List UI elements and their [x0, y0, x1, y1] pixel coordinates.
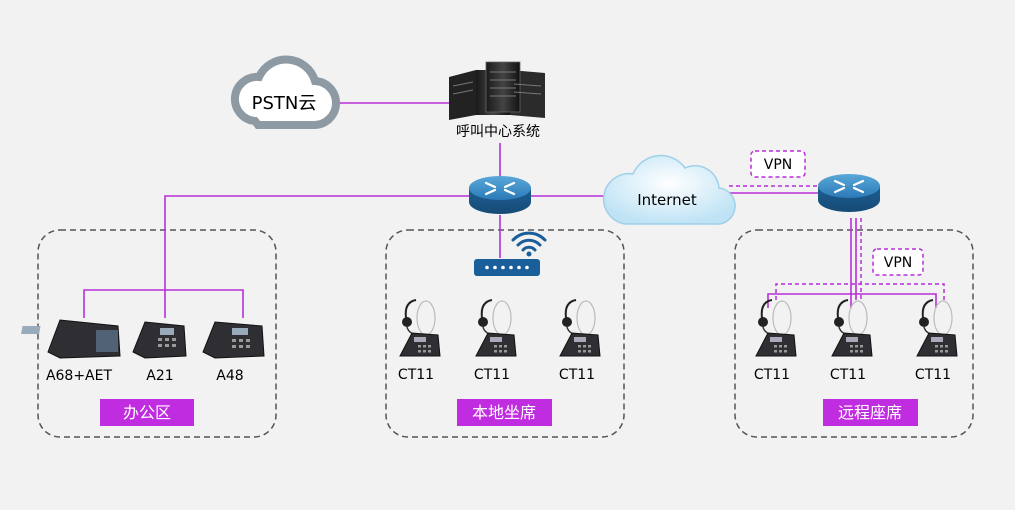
- headset-phone-icon: [755, 299, 797, 357]
- headset-phone-icon: [916, 299, 958, 357]
- vpn-remote-label: VPN: [884, 255, 913, 271]
- router-icon-remote: [818, 174, 880, 212]
- zone-remote-tag: [823, 399, 918, 426]
- pstn-cloud-icon: [230, 55, 340, 129]
- remote-phone-label-1: CT11: [754, 367, 790, 383]
- desk-phone-icon-a68: [21, 319, 121, 359]
- office-phone-label-3: A48: [216, 368, 243, 384]
- internet-label: Internet: [637, 191, 697, 209]
- vpn-links: [729, 185, 945, 300]
- desk-phone-icon-a48: [202, 321, 265, 359]
- zone-remote-box: [734, 229, 974, 438]
- server-rack-icon: [449, 61, 545, 120]
- ct11-phone-icons-local: [399, 299, 601, 357]
- pstn-cloud-label: PSTN云: [252, 93, 317, 114]
- zone-remote-label: 远程座席: [838, 403, 902, 422]
- vpn-remote-tag: [872, 248, 924, 276]
- ct11-phone-icons-remote: [755, 299, 958, 357]
- headset-phone-icon: [831, 299, 873, 357]
- desk-phone-icon-a21: [132, 321, 187, 359]
- remote-phone-label-3: CT11: [915, 367, 951, 383]
- wireless-ap-icon: [474, 231, 547, 276]
- remote-phone-label-2: CT11: [830, 367, 866, 383]
- zone-office-tag: [100, 399, 194, 426]
- zone-local-label: 本地坐席: [472, 403, 536, 422]
- link-router-office: [164, 195, 470, 318]
- local-phone-label-1: CT11: [398, 367, 434, 383]
- headset-phone-icon: [475, 299, 517, 357]
- zone-local-box: [385, 229, 625, 438]
- vpn-top-tag: [750, 150, 806, 178]
- vpn-top-label: VPN: [764, 157, 793, 173]
- headset-phone-icon: [559, 299, 601, 357]
- router-icon-main: [469, 176, 531, 214]
- office-phone-label-1: A68+AET: [46, 368, 113, 384]
- local-phone-label-3: CT11: [559, 367, 595, 383]
- headset-phone-icon: [399, 299, 441, 357]
- office-phone-label-2: A21: [146, 368, 173, 384]
- zone-office-label: 办公区: [123, 403, 171, 422]
- link-office-phones: [83, 289, 244, 318]
- internet-cloud-icon: [603, 154, 736, 225]
- call-center-label: 呼叫中心系统: [456, 124, 540, 140]
- local-phone-label-2: CT11: [474, 367, 510, 383]
- zone-local-tag: [457, 399, 552, 426]
